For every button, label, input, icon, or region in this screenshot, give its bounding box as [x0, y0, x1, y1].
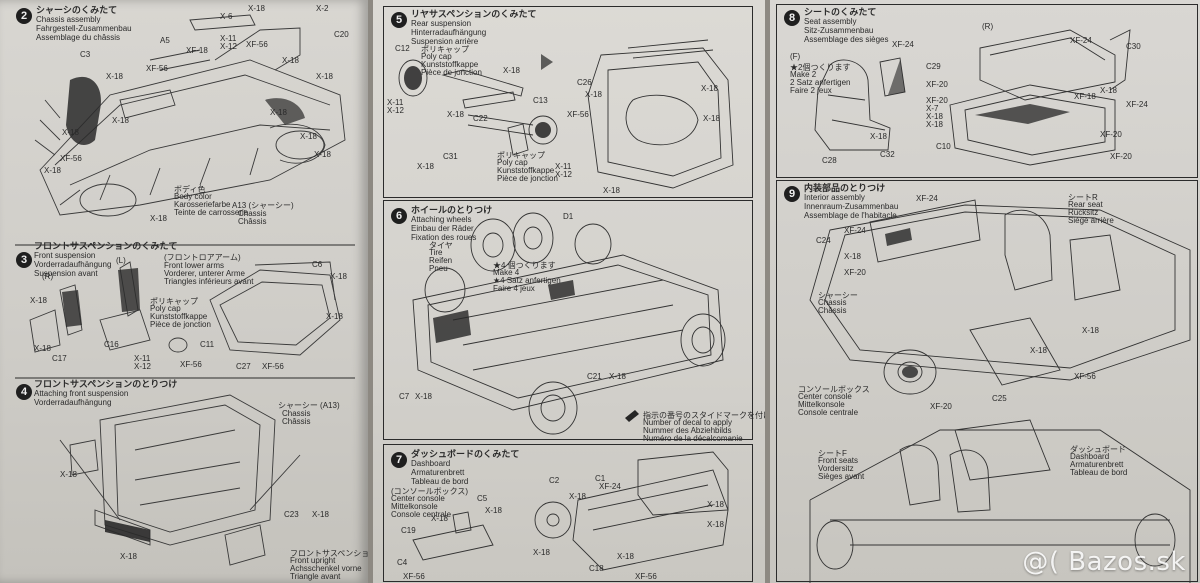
- step-4-badge: 4: [16, 384, 32, 400]
- step-2-badge: 2: [16, 8, 32, 24]
- suspension-wheels-dashboard-drawing: [398, 39, 734, 571]
- page-gutter: [368, 0, 373, 583]
- manual-sheet-left: 2 シャーシのくみたて Chassis assembly Fahrgestell…: [0, 0, 368, 583]
- step-9-title: 内装部品のとりつけ Interior assembly Innenraum-Zu…: [804, 183, 899, 221]
- step-6-badge: 6: [391, 208, 407, 224]
- step-6-title: ホイールのとりつけ Attaching wheels Einbau der Rä…: [411, 205, 493, 243]
- step-8-panel: [776, 4, 1198, 178]
- seats-interior-drawing: [809, 29, 1191, 583]
- manual-sheet-right: 8 シートのくみたて Seat assembly Sitz-Zusammenba…: [770, 0, 1200, 583]
- step-8-title: シートのくみたて Seat assembly Sitz-Zusammenbau …: [804, 7, 889, 45]
- step-2-title: シャーシのくみたて Chassis assembly Fahrgestell-Z…: [36, 5, 132, 43]
- step-7-panel: [383, 444, 753, 582]
- step-3-title: フロントサスペンションのくみたて Front suspension Vorder…: [34, 241, 178, 279]
- step-5-panel: [383, 6, 753, 198]
- step-7-badge: 7: [391, 452, 407, 468]
- step-5-title: リヤサスペンションのくみたて Rear suspension Hinterrad…: [411, 9, 537, 47]
- page-gutter-2: [765, 0, 770, 583]
- step-4-title: フロントサスペンションのとりつけ Attaching front suspens…: [34, 379, 178, 408]
- step-5-badge: 5: [391, 12, 407, 28]
- site-watermark: @( Bazos.sk: [1022, 547, 1186, 577]
- manual-sheet-middle: 5 リヤサスペンションのくみたて Rear suspension Hinterr…: [373, 0, 765, 583]
- chassis-assembly-drawing: [15, 14, 355, 566]
- step-6-panel: [383, 200, 753, 440]
- step-7-title: ダッシュボードのくみたて Dashboard Armaturenbrett Ta…: [411, 449, 520, 487]
- step-3-badge: 3: [16, 252, 32, 268]
- step-9-panel: [776, 180, 1198, 582]
- step-9-badge: 9: [784, 186, 800, 202]
- step-8-badge: 8: [784, 10, 800, 26]
